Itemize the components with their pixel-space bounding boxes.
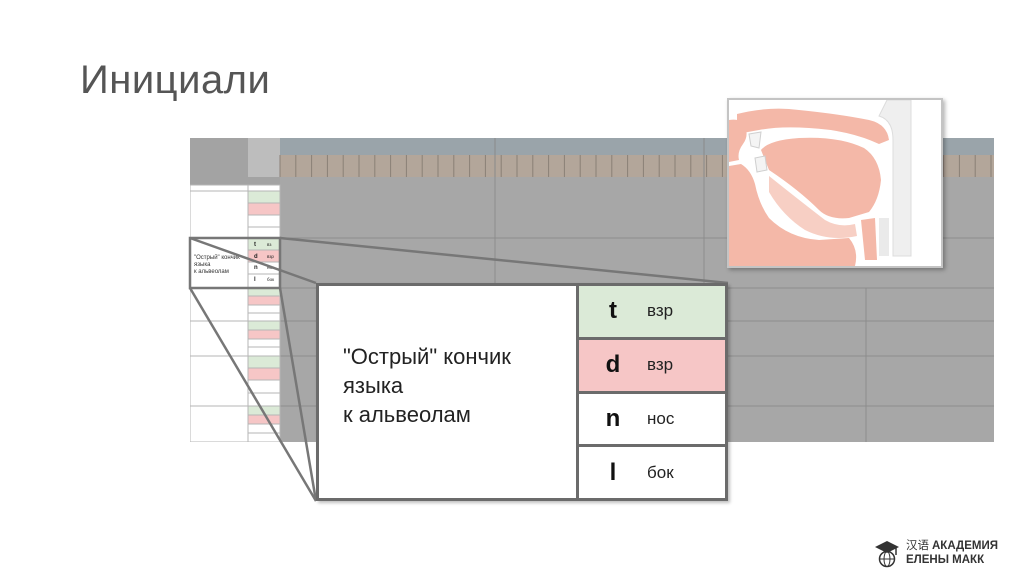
sound-letter: d xyxy=(605,351,621,379)
callout-row-t: t взр xyxy=(579,286,725,340)
logo-chinese: 汉语 xyxy=(906,540,929,552)
mini-desc-line-1: "Острый" кончик xyxy=(194,254,240,261)
mini-letter-d: d xyxy=(254,254,258,260)
slide-title: Инициали xyxy=(80,58,271,102)
grid-header-sub xyxy=(248,138,280,177)
callout-sound-list: t взр d взр n нос l бок xyxy=(579,286,725,498)
mini-kind-n: нос xyxy=(267,265,275,270)
callout-description: "Острый" кончик языка к альвеолам xyxy=(319,286,579,498)
mini-kind-t: вз xyxy=(267,242,271,247)
mini-kind-l: бок xyxy=(267,277,274,282)
logo-line-1: АКАДЕМИЯ xyxy=(932,540,999,552)
sound-letter: n xyxy=(605,404,621,432)
mouth-cross-section-illustration xyxy=(729,99,912,266)
callout-desc-line-1: "Острый" кончик xyxy=(343,344,511,369)
articulation-diagram xyxy=(727,98,943,268)
graduation-cap-globe-icon xyxy=(875,541,899,568)
sound-kind: бок xyxy=(647,462,674,482)
grid-header-corner xyxy=(190,138,248,177)
mini-kind-d: взр xyxy=(267,254,274,259)
mini-desc-line-2: языка xyxy=(194,262,211,268)
callout-row-d: d взр xyxy=(579,339,725,394)
mini-letter-t: t xyxy=(254,242,256,248)
callout-desc-line-3: к альвеолам xyxy=(343,402,471,427)
sound-letter: t xyxy=(609,297,617,325)
callout-row-n: n нос xyxy=(579,394,725,448)
sound-kind: нос xyxy=(647,408,675,428)
logo-line-2: ЕЛЕНЫ МАКК xyxy=(906,554,985,566)
zoom-callout: "Острый" кончик языка к альвеолам t взр … xyxy=(316,283,728,501)
sound-letter: l xyxy=(609,458,617,486)
mini-desc-line-3: к альвеолам xyxy=(194,269,229,275)
sound-kind: взр xyxy=(647,355,674,375)
mini-letter-n: n xyxy=(254,265,258,271)
callout-row-l: l бок xyxy=(579,447,725,498)
sound-kind: взр xyxy=(647,301,674,321)
callout-desc-line-2: языка xyxy=(343,373,404,398)
